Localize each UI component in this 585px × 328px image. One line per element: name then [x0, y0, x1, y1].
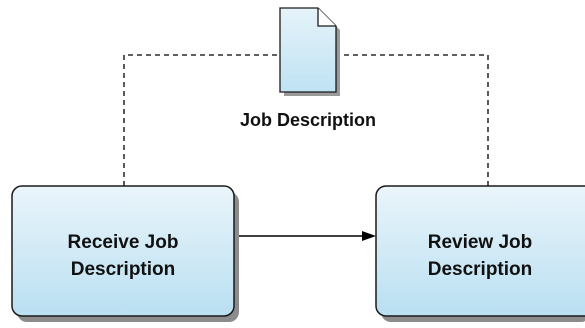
- task-label-line-1: Review Job: [428, 232, 533, 253]
- task-receive-job-description[interactable]: Receive Job Description: [11, 185, 239, 322]
- task-label-line-1: Receive Job: [68, 232, 179, 253]
- document-label: Job Description: [240, 110, 376, 130]
- dashed-data-association: [123, 54, 489, 186]
- task-box: [11, 185, 235, 317]
- document-icon: [279, 7, 337, 93]
- task-label-line-2: Description: [71, 259, 176, 280]
- task-label-line-2: Description: [428, 259, 533, 280]
- document-artifact[interactable]: [279, 7, 340, 96]
- document-fold: [317, 8, 336, 27]
- task-box: [375, 185, 585, 317]
- sequence-flow-arrowhead: [362, 231, 376, 241]
- task-review-job-description[interactable]: Review Job Description: [375, 185, 585, 322]
